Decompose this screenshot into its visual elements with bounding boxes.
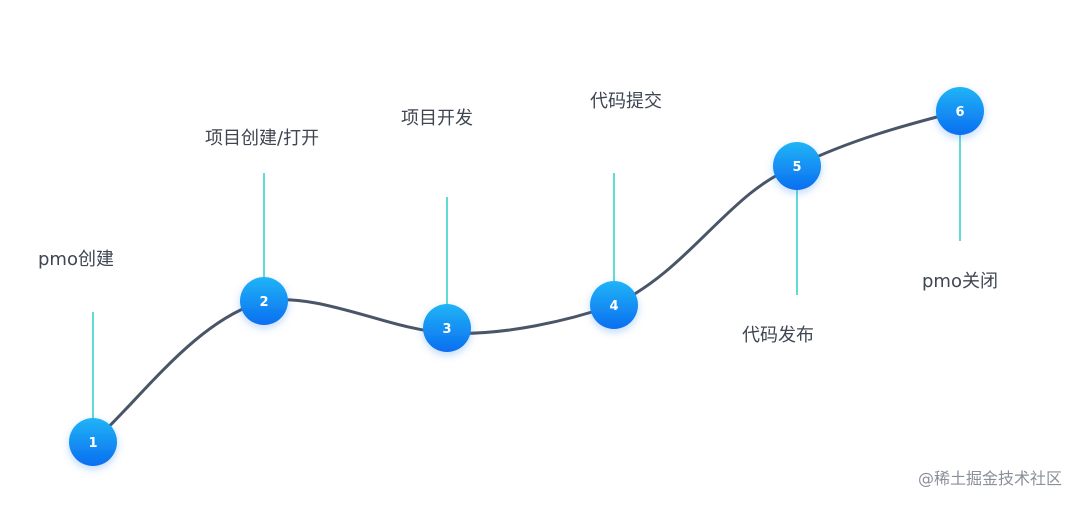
stage-node-number: 6 bbox=[955, 105, 964, 120]
stage-node-4: 4 bbox=[590, 281, 638, 329]
stage-node-2: 2 bbox=[240, 277, 288, 325]
stage-node-number: 5 bbox=[792, 160, 801, 175]
watermark: @稀土掘金技术社区 bbox=[917, 469, 1062, 488]
stage-node-3: 3 bbox=[423, 304, 471, 352]
stage-node-1: 1 bbox=[69, 418, 117, 466]
stage-node-6: 6 bbox=[936, 87, 984, 135]
stage-node-circle bbox=[240, 277, 288, 325]
stage-label-code-release: 代码发布 bbox=[742, 325, 814, 346]
stage-label-project-dev: 项目开发 bbox=[401, 108, 473, 129]
stage-node-5: 5 bbox=[773, 142, 821, 190]
stage-label-code-commit: 代码提交 bbox=[590, 91, 662, 112]
stage-node-circle bbox=[936, 87, 984, 135]
stage-node-circle bbox=[423, 304, 471, 352]
stage-node-circle bbox=[590, 281, 638, 329]
workflow-curve bbox=[91, 109, 962, 444]
stage-label-pmo-create: pmo创建 bbox=[38, 249, 114, 270]
stage-node-number: 1 bbox=[88, 436, 97, 451]
stage-label-project-create-open: 项目创建/打开 bbox=[205, 128, 320, 149]
stage-node-number: 3 bbox=[442, 322, 451, 337]
stage-node-circle bbox=[69, 418, 117, 466]
stage-node-number: 2 bbox=[259, 295, 268, 310]
stage-label-pmo-close: pmo关闭 bbox=[922, 271, 998, 292]
stage-node-number: 4 bbox=[609, 299, 618, 314]
stage-node-circle bbox=[773, 142, 821, 190]
